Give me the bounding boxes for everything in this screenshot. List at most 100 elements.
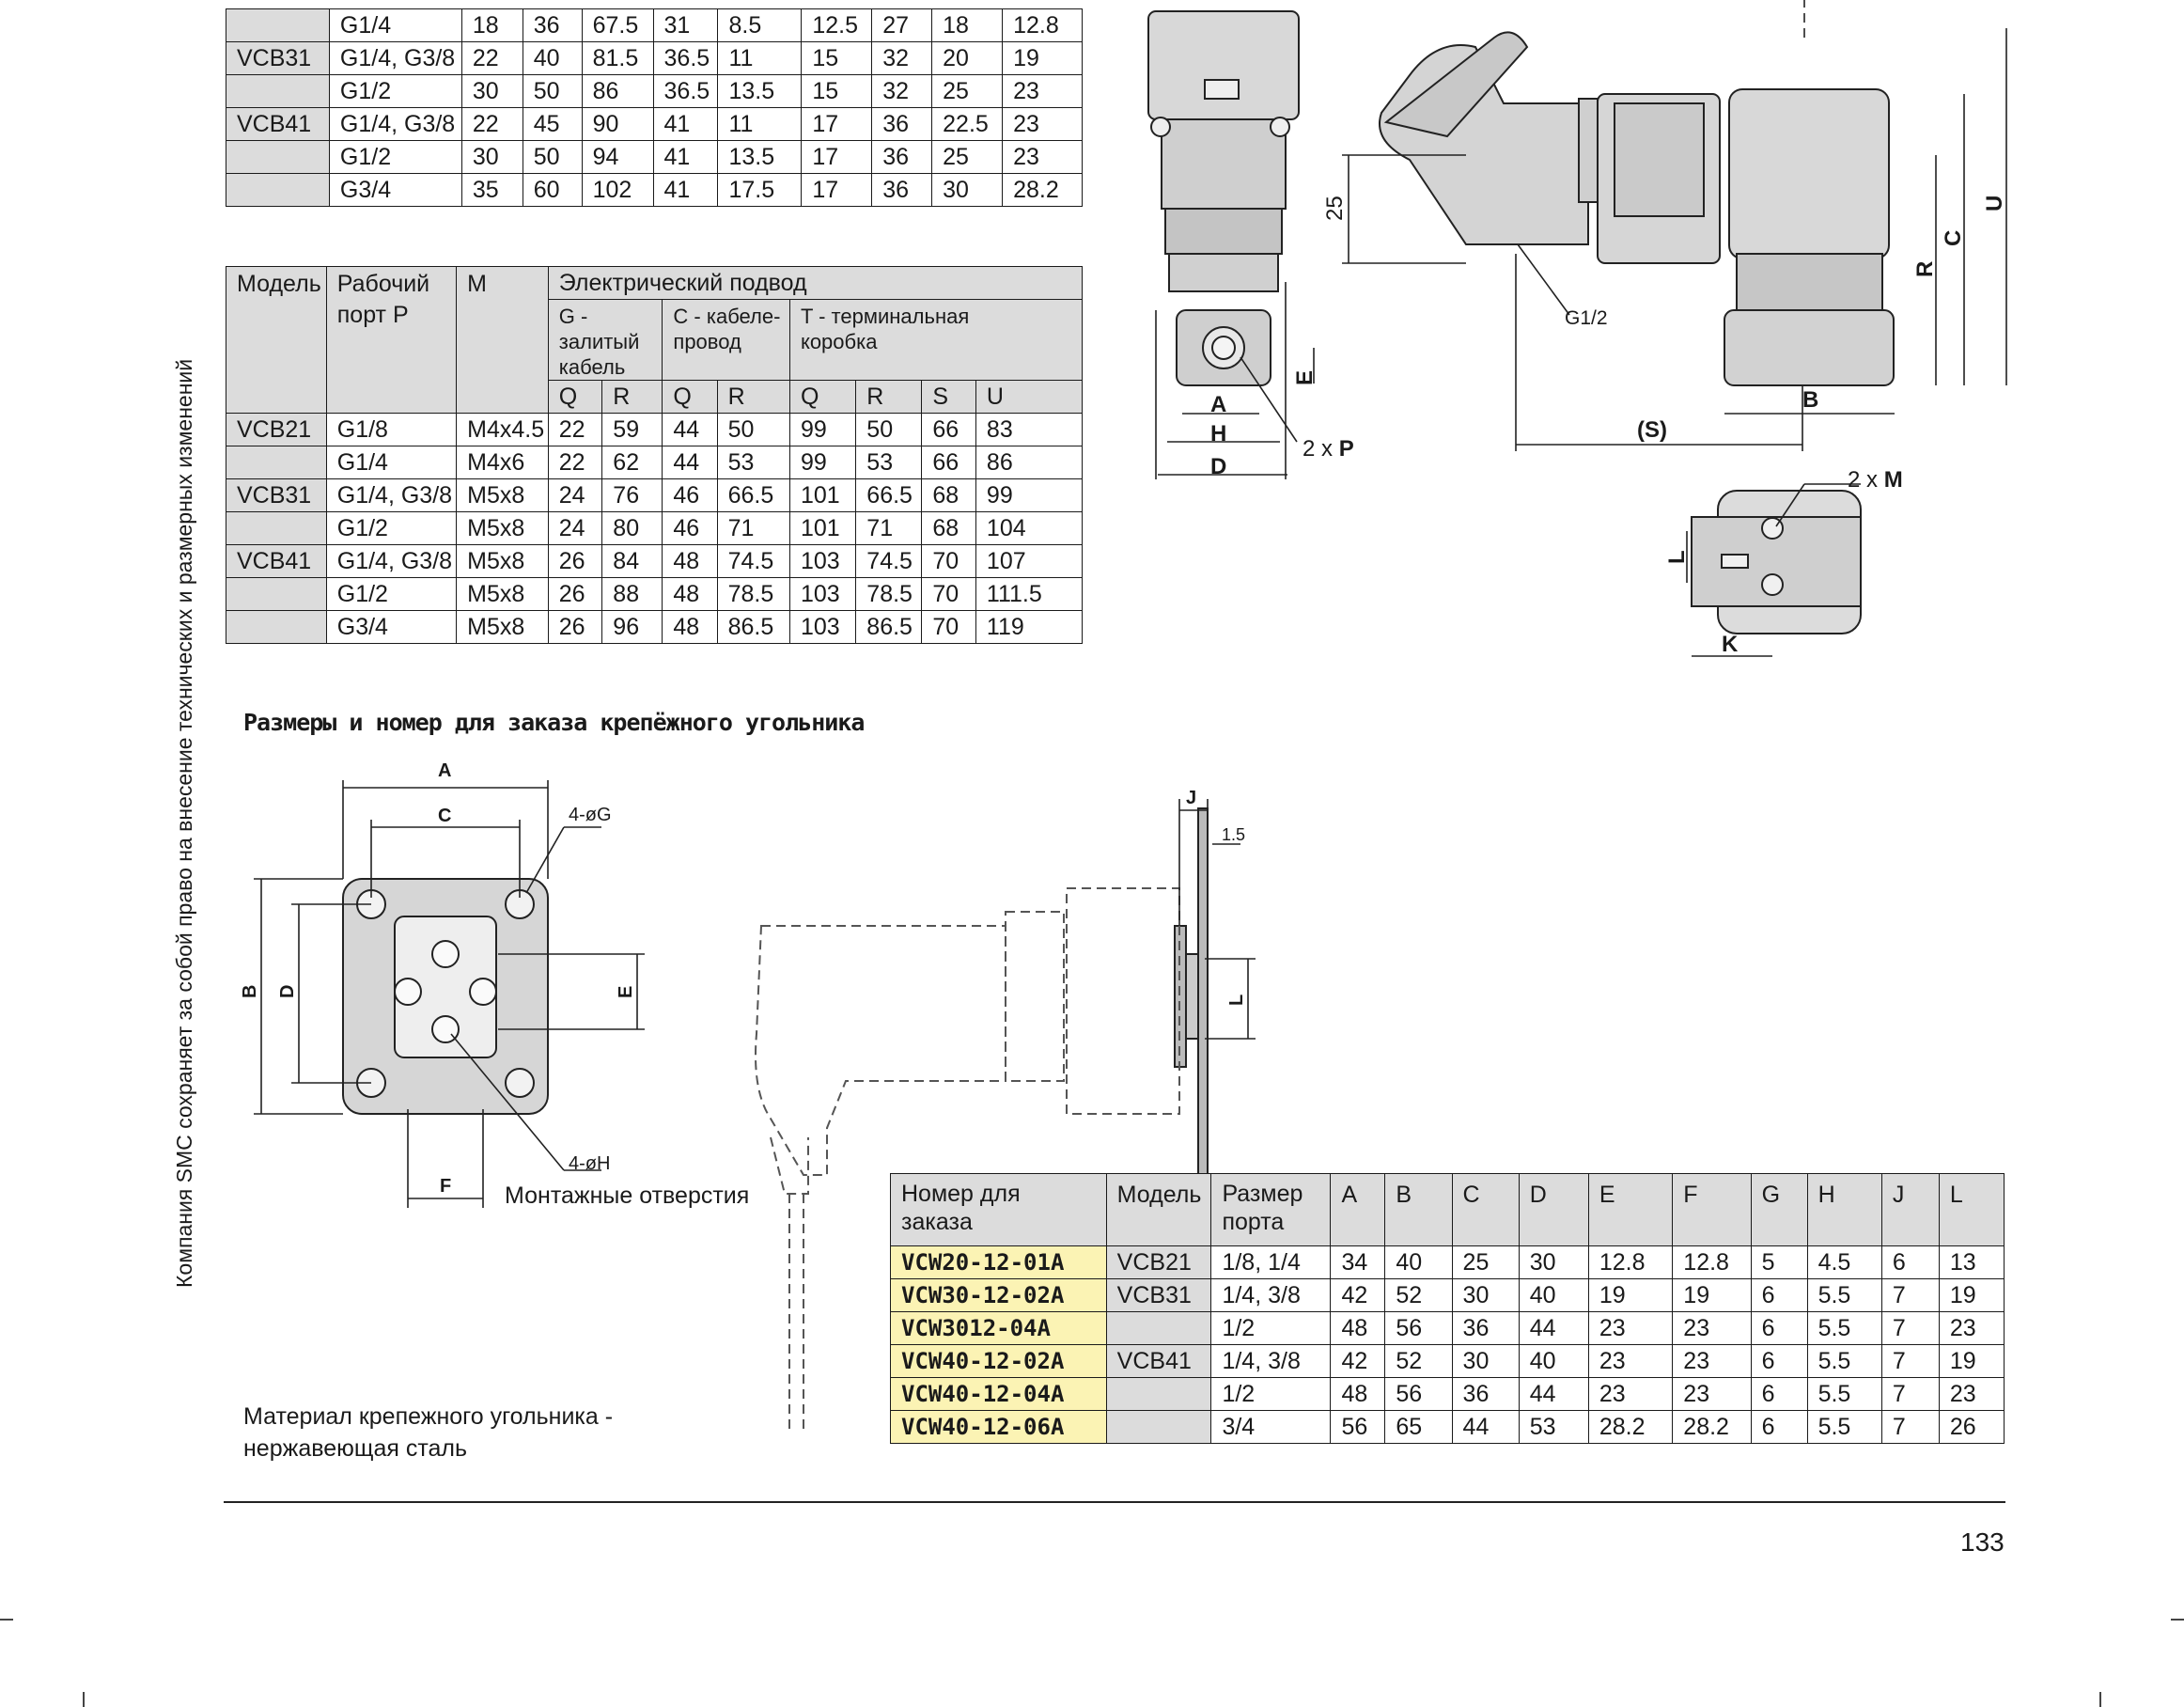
value-cell: 23 <box>1587 1311 1674 1345</box>
table-row: VCW40-12-02A VCB41 1/4, 3/8 42 52 30 40 … <box>890 1344 2005 1378</box>
value-cell: 104 <box>975 511 1084 545</box>
table-top-body: G1/4 18 36 67.5 31 8.5 12.5 27 18 12.8 V… <box>226 8 1083 207</box>
value-cell: 52 <box>1384 1344 1453 1378</box>
value-cell: 46 <box>662 511 718 545</box>
value-cell: 23 <box>1938 1377 2005 1411</box>
port-cell: G1/4 <box>328 8 462 42</box>
value-cell: 86 <box>581 74 654 108</box>
m-cell: M5x8 <box>456 478 549 512</box>
port-cell: G1/4, G3/8 <box>328 107 462 141</box>
value-cell: 34 <box>1330 1245 1386 1279</box>
value-cell: 30 <box>460 74 523 108</box>
value-cell: 68 <box>921 511 976 545</box>
port-cell: G1/2 <box>328 74 462 108</box>
m-cell: M5x8 <box>456 511 549 545</box>
value-cell: 60 <box>522 173 583 207</box>
value-cell: 23 <box>1587 1377 1674 1411</box>
value-cell: 45 <box>522 107 583 141</box>
value-cell: 23 <box>1002 107 1083 141</box>
value-cell: 12.8 <box>1672 1245 1752 1279</box>
subheader-r: R <box>716 380 790 414</box>
value-cell: 22.5 <box>931 107 1004 141</box>
dim-d-label: D <box>1210 454 1226 479</box>
mounting-holes-label: Монтажные отверстия <box>505 1182 750 1209</box>
value-cell: 70 <box>921 544 976 578</box>
model-cell: VCB21 <box>1105 1245 1212 1279</box>
value-cell: 20 <box>931 41 1004 75</box>
value-cell: 48 <box>1330 1377 1386 1411</box>
model-cell <box>226 140 330 174</box>
value-cell: 67.5 <box>581 8 654 42</box>
value-cell: 84 <box>601 544 663 578</box>
value-cell: 19 <box>1938 1344 2005 1378</box>
model-cell: VCB31 <box>226 41 330 75</box>
value-cell: 107 <box>975 544 1084 578</box>
table-row: VCB41 G1/4, G3/8 M5x8 26 84 48 74.5 103 … <box>226 544 1084 578</box>
value-cell: 59 <box>601 413 663 446</box>
table-header-row: Модель Рабочий порт P M Электрический по… <box>226 266 1084 414</box>
header-model: Модель <box>1105 1173 1212 1246</box>
bracket-dim-thickness: 1.5 <box>1222 825 1245 844</box>
port-cell: G1/2 <box>325 577 458 611</box>
value-cell: 66.5 <box>855 478 923 512</box>
model-cell: VCB21 <box>226 413 327 446</box>
part-number-cell: VCW30-12-02A <box>890 1278 1107 1312</box>
value-cell: 22 <box>460 41 523 75</box>
value-cell: 25 <box>931 140 1004 174</box>
header-col: F <box>1672 1173 1752 1246</box>
value-cell: 56 <box>1330 1410 1386 1444</box>
valve-front-view <box>1147 10 1300 386</box>
value-cell: 19 <box>1672 1278 1752 1312</box>
value-cell: 7 <box>1880 1344 1940 1378</box>
value-cell: 62 <box>601 446 663 479</box>
bracket-dim-b: B <box>240 985 260 998</box>
value-cell: 56 <box>1384 1311 1453 1345</box>
model-cell: VCB31 <box>1105 1278 1212 1312</box>
header-port: Рабочий порт P <box>325 266 458 414</box>
value-cell: 48 <box>662 577 718 611</box>
header-col: B <box>1384 1173 1453 1246</box>
value-cell: 24 <box>547 511 603 545</box>
value-cell: 119 <box>975 610 1084 644</box>
value-cell: 17 <box>801 173 873 207</box>
value-cell: 41 <box>652 140 719 174</box>
bracket-dim-e: E <box>616 986 636 998</box>
valve-bottom-view <box>1691 490 1862 634</box>
value-cell: 86.5 <box>716 610 790 644</box>
table-row: G1/2 30 50 94 41 13.5 17 36 25 23 <box>226 140 1083 174</box>
value-cell: 25 <box>931 74 1004 108</box>
value-cell: 23 <box>1002 74 1083 108</box>
value-cell: 78.5 <box>716 577 790 611</box>
material-note: Материал крепежного угольника - нержавею… <box>243 1403 614 1462</box>
crop-mark <box>83 1692 85 1707</box>
header-m: M <box>456 266 549 414</box>
value-cell: 99 <box>975 478 1084 512</box>
value-cell: 99 <box>788 413 857 446</box>
model-cell <box>226 577 327 611</box>
bracket-dim-c: C <box>438 806 451 826</box>
value-cell: 101 <box>788 478 857 512</box>
value-cell: 23 <box>1587 1344 1674 1378</box>
value-cell: 80 <box>601 511 663 545</box>
value-cell: 44 <box>662 446 718 479</box>
value-cell: 71 <box>716 511 790 545</box>
dimension-table-top: G1/4 18 36 67.5 31 8.5 12.5 27 18 12.8 V… <box>226 8 1083 207</box>
table-row: VCB31 G1/4, G3/8 22 40 81.5 36.5 11 15 3… <box>226 41 1083 75</box>
value-cell: 22 <box>460 107 523 141</box>
value-cell: 32 <box>871 41 933 75</box>
value-cell: 5.5 <box>1806 1311 1882 1345</box>
value-cell: 86 <box>975 446 1084 479</box>
value-cell: 44 <box>662 413 718 446</box>
port-cell: G3/4 <box>328 173 462 207</box>
part-number-cell: VCW40-12-04A <box>890 1377 1107 1411</box>
value-cell: 46 <box>662 478 718 512</box>
value-cell: 102 <box>581 173 654 207</box>
table-row: VCB41 G1/4, G3/8 22 45 90 41 11 17 36 22… <box>226 107 1083 141</box>
value-cell: 23 <box>1938 1311 2005 1345</box>
value-cell: 6 <box>1750 1410 1808 1444</box>
table-subheader-row: Q R Q R Q R S U <box>226 380 1084 414</box>
value-cell: 94 <box>581 140 654 174</box>
value-cell: 40 <box>1384 1245 1453 1279</box>
value-cell: 83 <box>975 413 1084 446</box>
model-cell: VCB41 <box>1105 1344 1212 1378</box>
